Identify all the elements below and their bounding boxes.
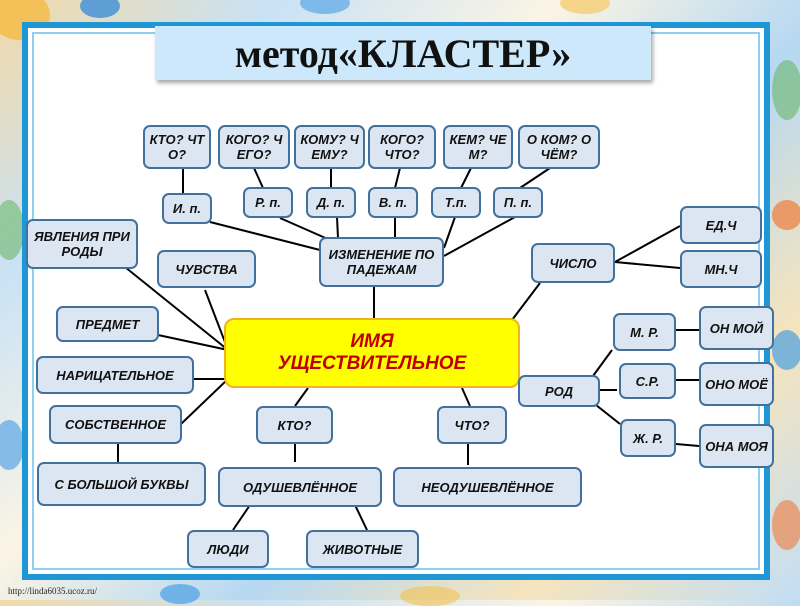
- neuter-example-node: ОНО МОЁ: [699, 362, 774, 406]
- connector: [232, 504, 251, 531]
- connector: [294, 387, 309, 407]
- case-accusative: В. п.: [368, 187, 418, 218]
- connector: [253, 167, 264, 189]
- animate-node: ОДУШЕВЛЁННОЕ: [218, 467, 382, 507]
- watermark-url: http://linda6035.ucoz.ru/: [8, 586, 97, 596]
- people-node: ЛЮДИ: [187, 530, 269, 568]
- masculine-node: М. Р.: [613, 313, 676, 351]
- feminine-example-node: ОНА МОЯ: [699, 424, 774, 468]
- question-instrumental: КЕМ? ЧЕМ?: [443, 125, 513, 169]
- connector: [614, 225, 681, 263]
- flower-decoration: [772, 200, 800, 230]
- what-question-node: ЧТО?: [437, 406, 507, 444]
- number-node: ЧИСЛО: [531, 243, 615, 283]
- flower-decoration: [0, 420, 24, 470]
- connector: [511, 282, 541, 321]
- case-prepositional: П. п.: [493, 187, 543, 218]
- proper-noun-node: СОБСТВЕННОЕ: [49, 405, 182, 444]
- connector: [157, 334, 229, 351]
- question-accusative: КОГО? ЧТО?: [368, 125, 436, 169]
- central-node: ИМЯ УЩЕСТВИТЕЛЬНОЕ: [224, 318, 520, 388]
- connector: [124, 266, 229, 351]
- flower-decoration: [560, 0, 610, 14]
- who-question-node: КТО?: [256, 406, 333, 444]
- connector: [394, 167, 401, 189]
- neuter-node: С.Р.: [619, 363, 676, 399]
- connector: [614, 261, 681, 269]
- declension-node: ИЗМЕНЕНИЕ ПО ПАДЕЖАМ: [319, 237, 444, 287]
- flower-decoration: [772, 330, 800, 370]
- masculine-example-node: ОН МОЙ: [699, 306, 774, 350]
- feelings-node: ЧУВСТВА: [157, 250, 256, 288]
- connector: [595, 404, 621, 425]
- question-dative: КОМУ? ЧЕМУ?: [294, 125, 365, 169]
- question-prepositional: О КОМ? О ЧЁМ?: [518, 125, 600, 169]
- central-node-line2: УЩЕСТВИТЕЛЬНОЕ: [277, 353, 467, 374]
- case-nominative: И. п.: [162, 193, 212, 224]
- connector: [675, 443, 700, 447]
- flower-decoration: [0, 200, 24, 260]
- common-noun-node: НАРИЦАТЕЛЬНОЕ: [36, 356, 194, 394]
- question-genitive: КОГО? ЧЕГО?: [218, 125, 290, 169]
- inanimate-node: НЕОДУШЕВЛЁННОЕ: [393, 467, 582, 507]
- connector: [336, 216, 339, 239]
- flower-decoration: [772, 500, 800, 550]
- plural-node: МН.Ч: [680, 250, 762, 288]
- central-node-line1: ИМЯ: [350, 331, 394, 352]
- flower-decoration: [160, 584, 200, 604]
- connector: [209, 221, 321, 251]
- case-instrumental: Т.п.: [431, 187, 481, 218]
- flower-decoration: [80, 0, 120, 18]
- connector: [461, 387, 471, 407]
- capital-letter-node: С БОЛЬШОЙ БУКВЫ: [37, 462, 206, 506]
- connector: [459, 167, 472, 191]
- connector: [180, 378, 229, 425]
- slide-title: метод«КЛАСТЕР»: [155, 26, 651, 80]
- case-genitive: Р. п.: [243, 187, 293, 218]
- connector: [519, 167, 551, 189]
- connector: [354, 504, 368, 531]
- flower-decoration: [300, 0, 350, 14]
- connector: [443, 216, 456, 249]
- feminine-node: Ж. Р.: [620, 419, 676, 457]
- animals-node: ЖИВОТНЫЕ: [306, 530, 419, 568]
- gender-node: РОД: [518, 375, 600, 407]
- singular-node: ЕД.Ч: [680, 206, 762, 244]
- nature-phenomena-node: ЯВЛЕНИЯ ПРИРОДЫ: [26, 219, 138, 269]
- connector: [443, 216, 516, 257]
- connector: [592, 349, 613, 377]
- flower-decoration: [772, 60, 800, 120]
- case-dative: Д. п.: [306, 187, 356, 218]
- object-node: ПРЕДМЕТ: [56, 306, 159, 342]
- question-nominative: КТО? ЧТО?: [143, 125, 211, 169]
- connector: [279, 217, 331, 241]
